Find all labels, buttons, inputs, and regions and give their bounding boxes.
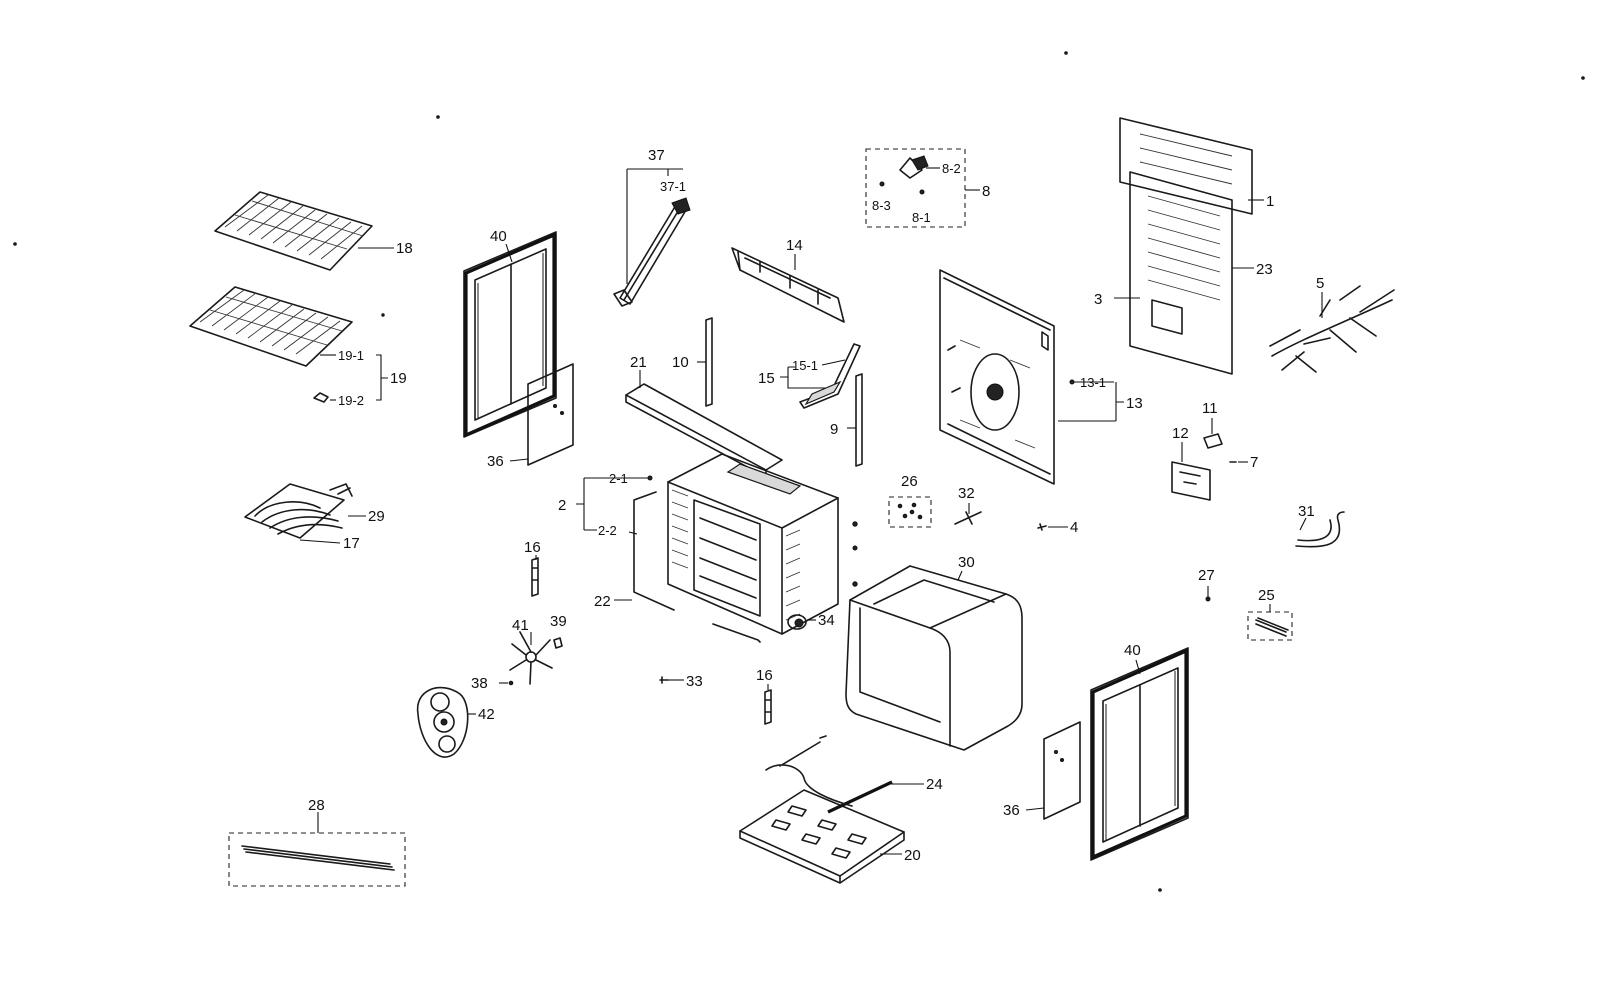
part-oven-door-right (1090, 647, 1189, 861)
part-oven-cavity (667, 453, 858, 635)
callout-41: 41 (512, 617, 529, 634)
part-probe-32 (954, 511, 982, 525)
callout-2-1: 2-1 (609, 471, 628, 486)
callout-2-2: 2-2 (598, 523, 617, 538)
callout-14: 14 (786, 237, 803, 254)
callout-37-1: 37-1 (660, 179, 686, 194)
callout-16-upper: 16 (524, 539, 541, 556)
part-broil-element (244, 483, 353, 539)
part-fan-nut (553, 637, 563, 649)
part-rear-panel-23 (1129, 171, 1233, 375)
callout-31: 31 (1298, 503, 1315, 520)
part-spring-25 (1255, 617, 1289, 637)
part-outer-wrapper (845, 565, 1023, 751)
callout-36-right: 36 (1003, 802, 1020, 819)
callout-7: 7 (1250, 454, 1258, 471)
part-top-bracket (731, 247, 845, 323)
callout-24: 24 (926, 776, 943, 793)
part-bracket-15 (799, 343, 861, 409)
callout-3: 3 (1094, 291, 1102, 308)
part-latch-lower (764, 689, 772, 725)
part-bake-element-wire (765, 735, 853, 807)
callout-34: 34 (818, 612, 835, 629)
part-wire-harness (1269, 285, 1395, 373)
callout-12: 12 (1172, 425, 1189, 442)
callout-27: 27 (1198, 567, 1215, 584)
callout-23: 23 (1256, 261, 1273, 278)
part-fan-motor (416, 686, 469, 758)
callout-33: 33 (686, 673, 703, 690)
part-door-gasket (633, 491, 761, 643)
part-door-insulation-left (527, 363, 574, 466)
callout-8-2: 8-2 (942, 161, 961, 176)
part-door-insulation-right (1043, 721, 1081, 820)
part-switch-11 (1203, 433, 1223, 449)
part-oven-rack-lower (189, 286, 353, 367)
callout-29: 29 (368, 508, 385, 525)
callout-13-1: 13-1 (1080, 375, 1106, 390)
callout-9: 9 (830, 421, 838, 438)
part-support-rod-10 (705, 317, 713, 407)
group-box-28 (228, 832, 406, 887)
callout-30: 30 (958, 554, 975, 571)
part-oven-rack-upper (214, 191, 373, 271)
callout-17: 17 (343, 535, 360, 552)
callout-39: 39 (550, 613, 567, 630)
part-door-hinge (613, 197, 691, 307)
callout-15-1: 15-1 (792, 358, 818, 373)
callout-19-2: 19-2 (338, 393, 364, 408)
callout-19-1: 19-1 (338, 348, 364, 363)
part-bottom-plate (739, 780, 905, 884)
part-support-rod-9 (855, 373, 863, 467)
callout-36-left: 36 (487, 453, 504, 470)
part-latch-upper (531, 557, 539, 597)
callout-1: 1 (1266, 193, 1274, 210)
callout-11: 11 (1202, 400, 1218, 417)
callout-42: 42 (478, 706, 495, 723)
part-wire-31 (1295, 511, 1345, 548)
callout-38: 38 (471, 675, 488, 692)
callout-16-lower: 16 (756, 667, 773, 684)
part-screw-33 (659, 676, 669, 684)
part-convection-fan (509, 631, 553, 685)
callout-10: 10 (672, 354, 689, 371)
callout-20: 20 (904, 847, 921, 864)
part-sensor-assembly (879, 155, 929, 195)
callout-40-left: 40 (490, 228, 507, 245)
callout-22: 22 (594, 593, 611, 610)
callout-40-right: 40 (1124, 642, 1141, 659)
callout-37: 37 (648, 147, 665, 164)
callout-2: 2 (558, 497, 566, 514)
callout-26: 26 (901, 473, 918, 490)
group-box-8 (865, 148, 966, 228)
callout-19: 19 (390, 370, 407, 387)
callout-15: 15 (758, 370, 775, 387)
part-control-board-12 (1171, 461, 1211, 501)
callout-8-1: 8-1 (912, 210, 931, 225)
part-screw-4 (1037, 523, 1047, 531)
callout-32: 32 (958, 485, 975, 502)
part-rear-cover-1 (1119, 117, 1253, 215)
callout-4: 4 (1070, 519, 1078, 536)
group-box-26 (888, 496, 932, 528)
callout-18: 18 (396, 240, 413, 257)
callout-21: 21 (630, 354, 647, 371)
callout-28: 28 (308, 797, 325, 814)
part-clips-26 (897, 502, 923, 520)
part-light-lens (787, 614, 807, 630)
callout-13: 13 (1126, 395, 1143, 412)
part-rack-glide (313, 392, 329, 403)
part-rear-cavity-panel (939, 269, 1055, 485)
callout-5: 5 (1316, 275, 1324, 292)
part-oven-door-left (463, 231, 557, 438)
callout-25: 25 (1258, 587, 1275, 604)
callout-8: 8 (982, 183, 990, 200)
part-trim-strips-28 (241, 845, 395, 871)
callout-8-3: 8-3 (872, 198, 891, 213)
